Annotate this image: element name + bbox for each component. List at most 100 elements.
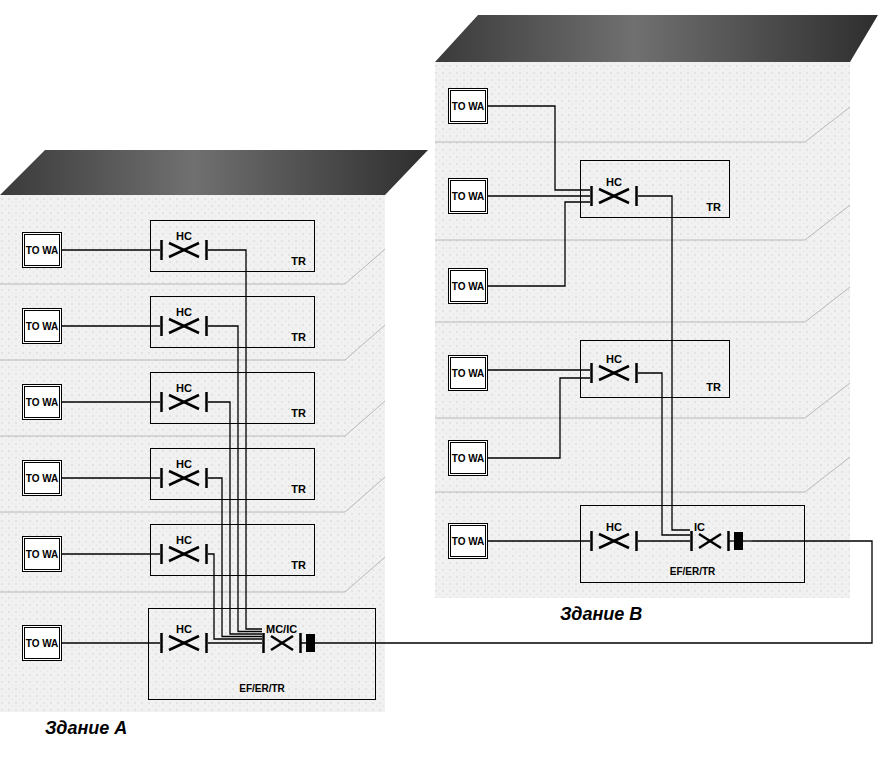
node-label: TO WA — [26, 321, 59, 332]
cross-connect-symbol — [590, 362, 638, 384]
cable-link — [488, 540, 590, 541]
main-cross-connect: IC — [690, 517, 752, 555]
cross-connect: HC — [160, 226, 208, 264]
node-label: EF/ER/TR — [239, 683, 285, 695]
telecom-room: TRHC — [150, 524, 315, 576]
outlet-box: TO WA — [22, 460, 62, 496]
cable-link — [638, 196, 690, 530]
floor-line — [435, 107, 850, 142]
node-label: TO WA — [452, 368, 485, 379]
cable-link — [488, 378, 590, 458]
node-label: HC — [176, 230, 192, 243]
node-label: TR — [706, 201, 721, 214]
symbol-stroke — [599, 366, 629, 380]
node-label: TR — [291, 407, 306, 420]
outlet-box: TO WA — [448, 523, 488, 559]
symbol-stroke — [169, 319, 199, 333]
symbol-stroke — [205, 468, 208, 488]
telecom-room: TR HC — [150, 372, 315, 424]
outlet-box: TO WA — [22, 308, 62, 344]
symbol-stroke — [271, 636, 293, 650]
symbol-stroke — [169, 243, 199, 257]
floor-line — [435, 383, 850, 418]
symbol-stroke — [699, 534, 721, 548]
symbol-stroke — [599, 189, 629, 203]
node-label: TO WA — [26, 397, 59, 408]
telecom-room: TR HC — [580, 160, 730, 218]
backbone-cross-connect-symbol — [262, 632, 334, 654]
node-label: TO WA — [26, 473, 59, 484]
outlet-box: TO WA — [448, 440, 488, 476]
telecom-room: TRHC — [150, 220, 315, 272]
symbol-stroke — [169, 471, 199, 485]
symbol-stroke — [169, 547, 199, 561]
cable-stub — [301, 642, 335, 643]
cable-link — [488, 202, 590, 286]
node-label: TO WA — [452, 101, 485, 112]
building-b-roof — [435, 15, 878, 62]
node-label: MC/IC — [266, 623, 297, 636]
cable-link — [488, 106, 590, 190]
cross-connect: HC — [590, 349, 638, 387]
symbol-stroke — [599, 534, 629, 548]
telecom-room: TR HC — [580, 340, 730, 398]
node-label: HC — [606, 521, 622, 534]
outlet-box: TO WA — [448, 268, 488, 304]
cable-link — [334, 541, 872, 643]
node-label: TR — [706, 381, 721, 394]
symbol-stroke — [205, 633, 208, 653]
outlet-box: TO WA — [448, 88, 488, 124]
cable-link — [208, 642, 262, 643]
symbol-stroke — [169, 395, 199, 409]
outlet-box: TO WA — [22, 625, 62, 661]
cable-link — [62, 401, 160, 402]
cross-connect: HC — [590, 517, 638, 555]
symbol-stroke — [169, 636, 199, 650]
cable-link — [62, 642, 160, 643]
cross-connect: HC — [160, 454, 208, 492]
symbol-stroke — [271, 636, 293, 650]
cable-link — [62, 325, 160, 326]
node-label: TO WA — [452, 453, 485, 464]
node-label: HC — [606, 353, 622, 366]
outlet-box: TO WA — [22, 384, 62, 420]
symbol-stroke — [205, 240, 208, 260]
cable-connector — [734, 532, 743, 550]
symbol-stroke — [599, 534, 629, 548]
cross-connect-symbol — [160, 632, 208, 654]
symbol-stroke — [690, 531, 693, 551]
outlet-box: TO WA — [448, 178, 488, 214]
cable-link — [208, 478, 262, 637]
cross-connect-symbol — [160, 467, 208, 489]
cable-link — [638, 540, 690, 541]
symbol-stroke — [590, 531, 593, 551]
symbol-stroke — [169, 547, 199, 561]
backbone-cross-connect-symbol — [690, 530, 752, 552]
building-label-slot: Здание А — [45, 718, 127, 739]
symbol-stroke — [169, 319, 199, 333]
outlet-box: TO WA — [22, 232, 62, 268]
symbol-stroke — [590, 186, 593, 206]
cable-link — [208, 402, 262, 634]
building-a-roof — [0, 150, 428, 195]
floor-line — [435, 205, 850, 240]
symbol-stroke — [205, 544, 208, 564]
node-label: TR — [291, 559, 306, 572]
building-b-front — [435, 62, 850, 598]
cable-link — [62, 477, 160, 478]
outlet-box: TO WA — [448, 355, 488, 391]
node-label: TO WA — [452, 281, 485, 292]
cable-link — [488, 369, 590, 370]
cross-connect: HC — [160, 378, 208, 416]
node-label: TO WA — [26, 638, 59, 649]
building-label-slot: Здание В — [560, 604, 642, 625]
symbol-stroke — [599, 189, 629, 203]
outlet-box: TO WA — [22, 536, 62, 572]
symbol-stroke — [635, 186, 638, 206]
symbol-stroke — [169, 243, 199, 257]
node-label: HC — [176, 382, 192, 395]
cross-connect: HC — [160, 302, 208, 340]
cross-connect: HC — [590, 172, 638, 210]
